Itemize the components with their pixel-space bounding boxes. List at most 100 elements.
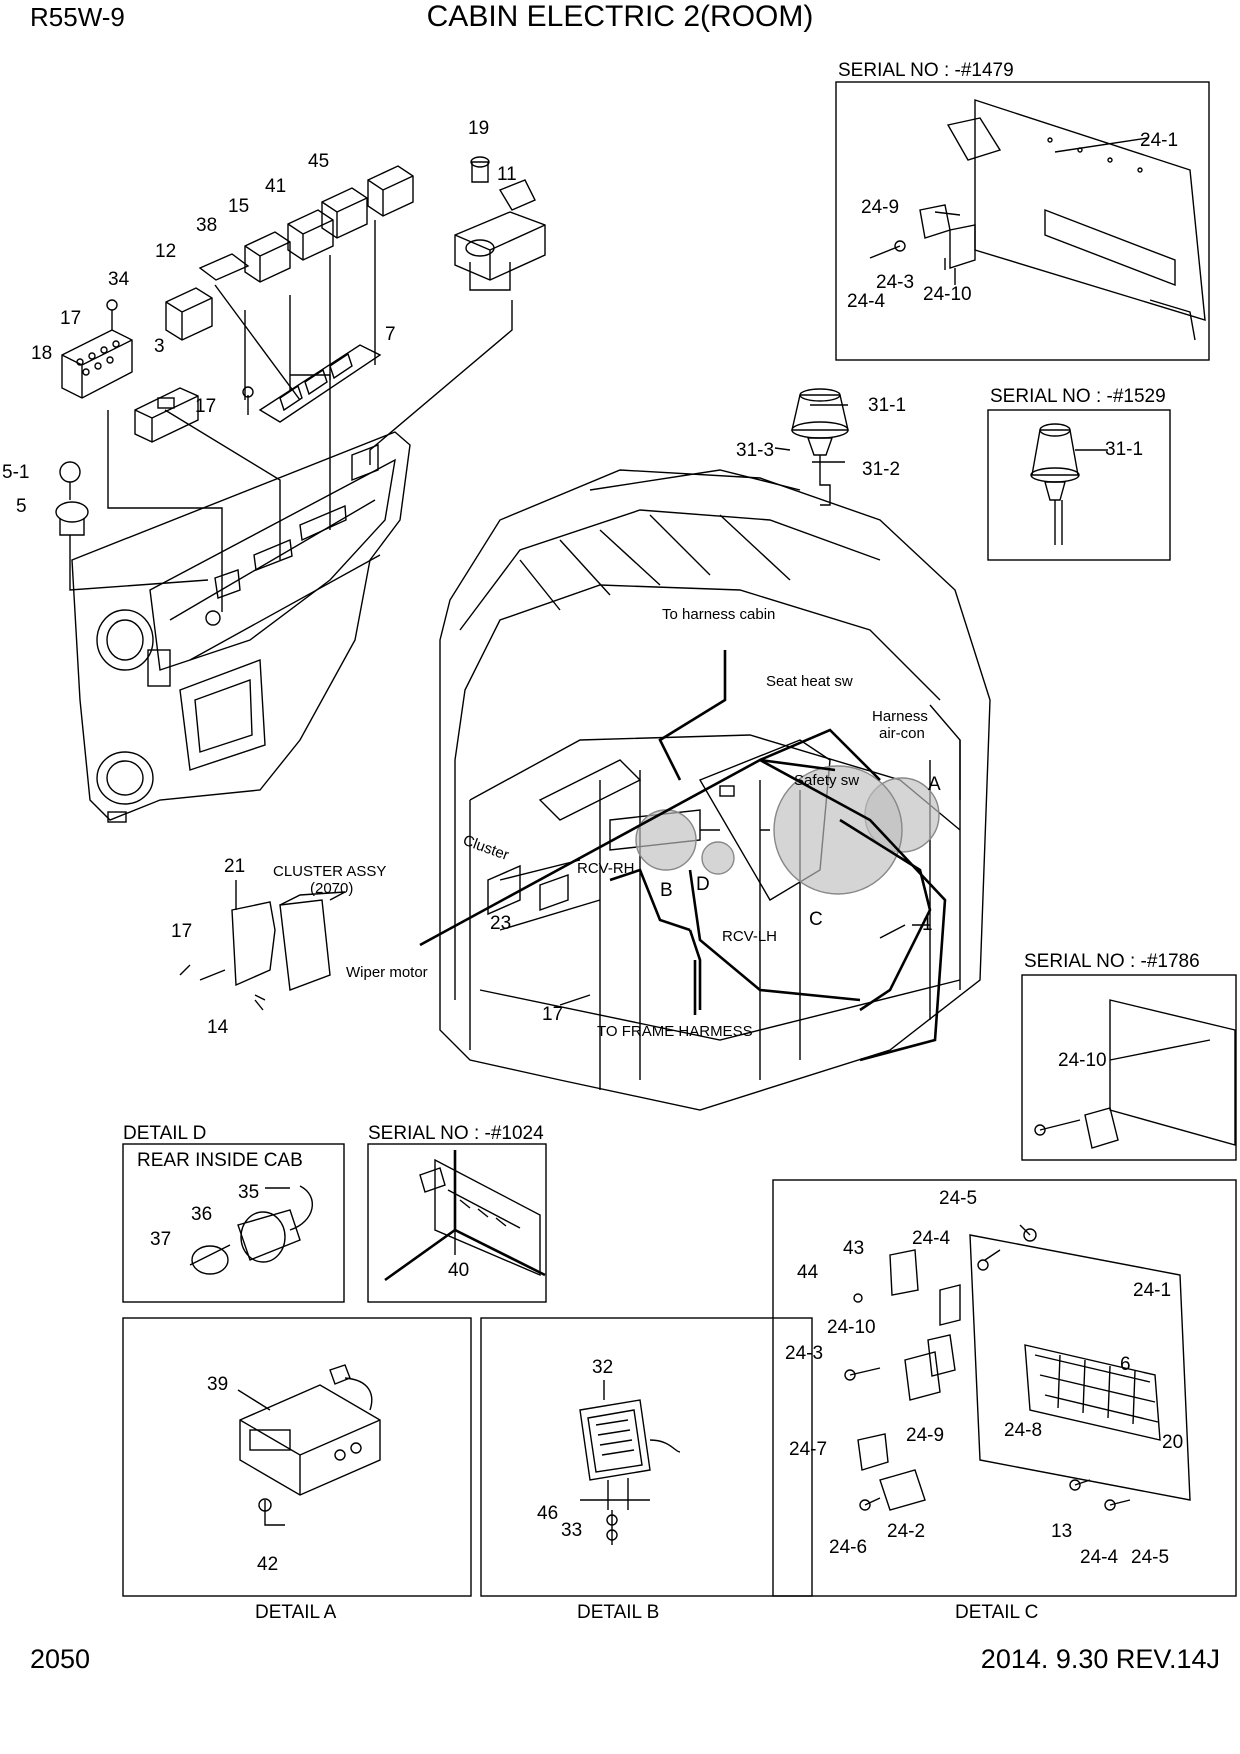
part-label: 31-2: [862, 459, 900, 480]
part-label: 38: [196, 215, 217, 236]
panel-heading: DETAIL D: [123, 1123, 206, 1144]
panel-serial-1786: [1021, 974, 1237, 1161]
page-number: 2050: [30, 1644, 91, 1674]
detail-letter: B: [660, 880, 673, 901]
part-label: 24-4: [1080, 1547, 1118, 1568]
detail-letter: D: [696, 874, 710, 895]
part-label: 12: [155, 241, 176, 262]
part-label: 13: [1051, 1521, 1072, 1542]
part-label: 37: [150, 1229, 171, 1250]
annotation: TO FRAME HARMESS: [597, 1023, 753, 1040]
part-label: 24-1: [1133, 1280, 1171, 1301]
annotation: Seat heat sw: [766, 673, 853, 690]
part-label: 32: [592, 1357, 613, 1378]
part-label: 17: [171, 921, 192, 942]
part-label: 35: [238, 1182, 259, 1203]
revision-date: 2014. 9.30 REV.14J: [980, 1644, 1220, 1674]
diagram-labels: SERIAL NO : -#1479 SERIAL NO : -#1529 SE…: [2, 60, 1200, 1623]
panel-heading: SERIAL NO : -#1024: [368, 1123, 544, 1144]
annotation: Safety sw: [794, 772, 859, 789]
panel-serial-1479: [835, 81, 1210, 361]
annotation: Wiper motor: [346, 964, 428, 981]
part-label: 24-4: [912, 1228, 950, 1249]
part-label: 24-10: [827, 1317, 876, 1338]
part-label: 24-10: [1058, 1050, 1107, 1071]
harness-wiring: [419, 650, 947, 1062]
part-label: 24-4: [847, 291, 885, 312]
part-label: 33: [561, 1520, 582, 1541]
part-label: 5: [16, 496, 27, 517]
page-title: CABIN ELECTRIC 2(ROOM): [426, 0, 814, 33]
panel-heading: SERIAL NO : -#1786: [1024, 951, 1200, 972]
detail-callout-circles: [635, 765, 940, 895]
panel-caption: DETAIL A: [255, 1602, 337, 1623]
part-label: 24-9: [906, 1425, 944, 1446]
panel-detail-a: [122, 1317, 472, 1597]
annotation: RCV-LH: [722, 928, 777, 945]
detail-letter: A: [928, 774, 941, 795]
cluster-assy-label: CLUSTER ASSY: [273, 863, 386, 880]
annotation: To harness cabin: [662, 606, 775, 623]
annotation: Cluster: [461, 832, 511, 864]
annotation: air-con: [879, 725, 925, 742]
part-label: 24-5: [939, 1188, 977, 1209]
cluster-bracket: [199, 891, 346, 1001]
cluster-assy-label: (2070): [310, 880, 353, 897]
part-label: 31-1: [1105, 439, 1143, 460]
part-label: 6: [1120, 1354, 1131, 1375]
part-label: 31-1: [868, 395, 906, 416]
part-label: 15: [228, 196, 249, 217]
part-label: 24-3: [785, 1343, 823, 1364]
annotation: Harness: [872, 708, 928, 725]
panel-detail-c: [772, 1179, 1237, 1597]
part-label: 21: [224, 856, 245, 877]
part-label: 17: [195, 396, 216, 417]
part-label: 45: [308, 151, 329, 172]
panel-heading: SERIAL NO : -#1529: [990, 386, 1166, 407]
part-label: 39: [207, 1374, 228, 1395]
beacon-lamp: [791, 388, 849, 506]
part-label: 3: [154, 336, 165, 357]
part-label: 11: [497, 164, 517, 185]
part-label: 7: [385, 324, 396, 345]
panel-serial-1024: [367, 1143, 547, 1303]
part-label: 24-3: [876, 272, 914, 293]
panel-serial-1529: [987, 409, 1171, 561]
panel-caption: DETAIL B: [577, 1602, 659, 1623]
part-label: 44: [797, 1262, 819, 1283]
panel-subheading: REAR INSIDE CAB: [137, 1150, 303, 1171]
annotation: RCV-RH: [577, 860, 635, 877]
part-label: 17: [60, 308, 81, 329]
part-label: 1: [922, 914, 933, 935]
part-label: 24-10: [923, 284, 972, 305]
panel-detail-b: [480, 1317, 813, 1597]
part-label: 34: [108, 269, 130, 290]
part-label: 14: [207, 1017, 229, 1038]
part-label: 23: [490, 913, 511, 934]
model-name: R55W-9: [30, 2, 125, 32]
part-label: 24-5: [1131, 1547, 1169, 1568]
panel-heading: SERIAL NO : -#1479: [838, 60, 1014, 81]
part-label: 24-8: [1004, 1420, 1042, 1441]
panel-caption: DETAIL C: [955, 1602, 1038, 1623]
part-label: 19: [468, 118, 489, 139]
detail-letter: C: [809, 909, 823, 930]
part-label: 31-3: [736, 440, 774, 461]
part-label: 40: [448, 1260, 469, 1281]
part-label: 43: [843, 1238, 864, 1259]
part-label: 20: [1162, 1432, 1183, 1453]
part-label: 24-1: [1140, 130, 1178, 151]
part-label: 46: [537, 1503, 558, 1524]
part-label: 5-1: [2, 462, 29, 483]
part-label: 24-9: [861, 197, 899, 218]
part-label: 24-7: [789, 1439, 827, 1460]
part-label: 17: [542, 1004, 563, 1025]
part-label: 24-2: [887, 1521, 925, 1542]
panel-detail-d: [122, 1143, 345, 1303]
console-switches: [55, 156, 546, 536]
part-label: 18: [31, 343, 52, 364]
part-label: 42: [257, 1554, 278, 1575]
part-label: 36: [191, 1204, 212, 1225]
